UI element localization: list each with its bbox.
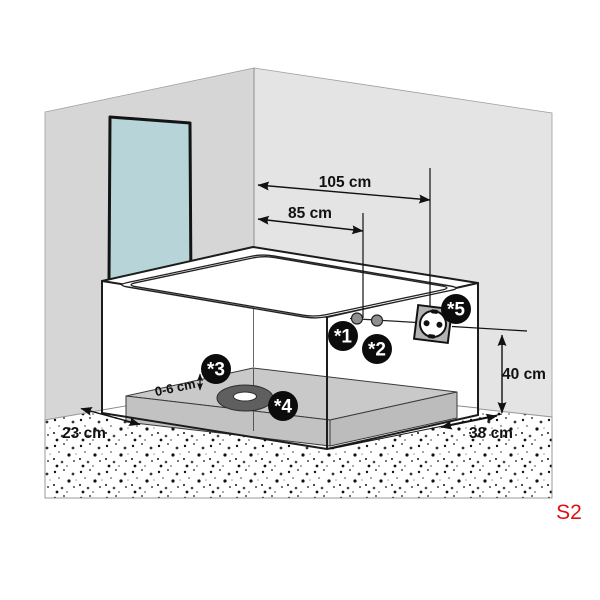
marker-1-label: *1 (334, 327, 352, 348)
marker-2: *2 (362, 334, 392, 364)
marker-3: *3 (201, 354, 231, 384)
tub-outlines (101, 246, 479, 450)
reference-line-40 (451, 325, 528, 332)
marker-5: *5 (441, 294, 471, 324)
dimension-85-label: 85 cm (288, 205, 332, 222)
dimensions: 105 cm 85 cm 40 cm 38 cm 23 cm 0-6 cm (62, 168, 546, 450)
marker-3-label: *3 (207, 360, 225, 381)
dimension-85-line (257, 215, 364, 235)
marker-4: *4 (268, 391, 298, 421)
dimension-38-label: 38 cm (469, 425, 513, 442)
drain-icon (216, 384, 274, 412)
marker-2-label: *2 (368, 340, 386, 361)
water-connection-dot-2 (370, 314, 384, 327)
marker-4-label: *4 (274, 397, 292, 418)
sheet-code: S2 (556, 501, 582, 524)
dimension-38-line (440, 413, 498, 430)
marker-5-label: *5 (447, 300, 465, 321)
dimension-40-label: 40 cm (502, 366, 546, 383)
marker-1: *1 (328, 321, 358, 351)
dimension-105-line (257, 181, 431, 204)
dimension-105-label: 105 cm (319, 174, 372, 191)
numbered-markers: *1 *2 *3 *4 *5 (201, 294, 471, 421)
dimension-23-line (80, 407, 141, 426)
water-connection-dot-1 (350, 312, 364, 325)
dimension-23-label: 23 cm (62, 425, 106, 442)
